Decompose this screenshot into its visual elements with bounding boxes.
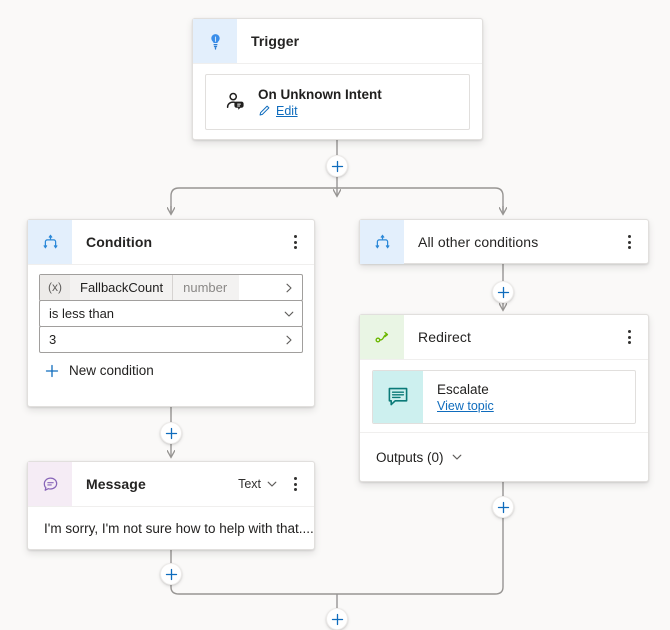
redirect-arrow-icon — [360, 315, 404, 359]
add-node-after-condition-button[interactable] — [160, 422, 182, 444]
condition-variable-pill: (x) FallbackCount number — [40, 275, 240, 300]
redirect-node-body: Escalate View topic — [360, 360, 648, 424]
condition-value: 3 — [49, 332, 57, 347]
redirect-outputs-section: Outputs (0) — [360, 432, 648, 481]
redirect-header-actions — [618, 315, 648, 359]
person-chat-icon — [212, 89, 258, 115]
message-type-label: Text — [238, 477, 261, 491]
add-node-after-all-other-conditions-button[interactable] — [492, 281, 514, 303]
condition-node-title: Condition — [86, 234, 153, 250]
condition-variable-name: FallbackCount — [70, 275, 174, 300]
message-more-options-button[interactable] — [284, 471, 306, 497]
branch-condition-icon — [360, 220, 404, 264]
trigger-bulb-icon — [193, 19, 237, 63]
message-node-header: Message Text — [28, 462, 314, 507]
trigger-event-texts: On Unknown Intent Edit — [258, 87, 382, 118]
variable-x-chip: (x) — [40, 275, 70, 300]
chevron-down-icon[interactable] — [276, 308, 302, 320]
condition-operator-row[interactable]: is less than — [39, 300, 303, 327]
plus-icon — [45, 364, 59, 378]
redirect-outputs-toggle[interactable]: Outputs (0) — [376, 450, 463, 465]
condition-node-header: Condition — [28, 220, 314, 265]
condition-variable-row[interactable]: (x) FallbackCount number — [39, 274, 303, 301]
view-topic-link[interactable]: View topic — [437, 398, 494, 413]
all-other-conditions-node[interactable]: All other conditions — [359, 219, 649, 264]
condition-value-row[interactable]: 3 — [39, 326, 303, 353]
add-node-after-message-button[interactable] — [160, 563, 182, 585]
trigger-edit-link[interactable]: Edit — [258, 104, 382, 118]
message-type-dropdown[interactable]: Text — [236, 475, 280, 493]
condition-variable-type: number — [183, 280, 228, 295]
redirect-target-texts: Escalate View topic — [423, 371, 494, 423]
trigger-edit-label: Edit — [276, 103, 298, 118]
trigger-event-card[interactable]: On Unknown Intent Edit — [205, 74, 470, 130]
new-condition-button[interactable]: New condition — [39, 352, 303, 380]
condition-header-actions — [284, 220, 314, 264]
condition-operator-value: is less than — [49, 306, 115, 321]
trigger-node[interactable]: Trigger On Unknown Intent — [192, 18, 483, 140]
trigger-node-title: Trigger — [251, 33, 300, 49]
message-bubble-icon — [28, 462, 72, 506]
condition-node-body: (x) FallbackCount number is less than — [28, 265, 314, 388]
message-node-title: Message — [86, 476, 146, 492]
redirect-target-name: Escalate — [437, 381, 489, 397]
add-node-after-merge-button[interactable] — [326, 608, 348, 630]
redirect-more-options-button[interactable] — [618, 324, 640, 350]
message-node[interactable]: Message Text I'm sorry, I'm not sure how… — [27, 461, 315, 550]
trigger-node-body: On Unknown Intent Edit — [193, 64, 482, 142]
redirect-node-title: Redirect — [418, 329, 471, 345]
add-node-after-redirect-button[interactable] — [492, 496, 514, 518]
add-node-after-trigger-button[interactable] — [326, 155, 348, 177]
all-other-conditions-more-options-button[interactable] — [618, 229, 640, 255]
chevron-down-icon — [266, 478, 278, 490]
redirect-node-header: Redirect — [360, 315, 648, 360]
all-other-conditions-title: All other conditions — [418, 234, 539, 250]
all-other-conditions-actions — [618, 220, 648, 264]
trigger-node-header: Trigger — [193, 19, 482, 64]
condition-node[interactable]: Condition (x) FallbackCount number — [27, 219, 315, 407]
chevron-right-icon[interactable] — [276, 282, 302, 294]
chevron-right-icon[interactable] — [276, 334, 302, 346]
redirect-node[interactable]: Redirect Escalate View topic — [359, 314, 649, 482]
chevron-down-icon — [451, 451, 463, 463]
message-header-actions: Text — [236, 462, 314, 506]
condition-more-options-button[interactable] — [284, 229, 306, 255]
branch-condition-icon — [28, 220, 72, 264]
new-condition-label: New condition — [69, 363, 154, 378]
pencil-icon — [258, 104, 271, 117]
message-node-text[interactable]: I'm sorry, I'm not sure how to help with… — [44, 521, 314, 536]
trigger-event-name: On Unknown Intent — [258, 86, 382, 102]
all-other-conditions-header: All other conditions — [360, 220, 648, 264]
topic-message-icon — [373, 371, 423, 423]
redirect-outputs-label: Outputs (0) — [376, 449, 444, 465]
redirect-target-card[interactable]: Escalate View topic — [372, 370, 636, 424]
